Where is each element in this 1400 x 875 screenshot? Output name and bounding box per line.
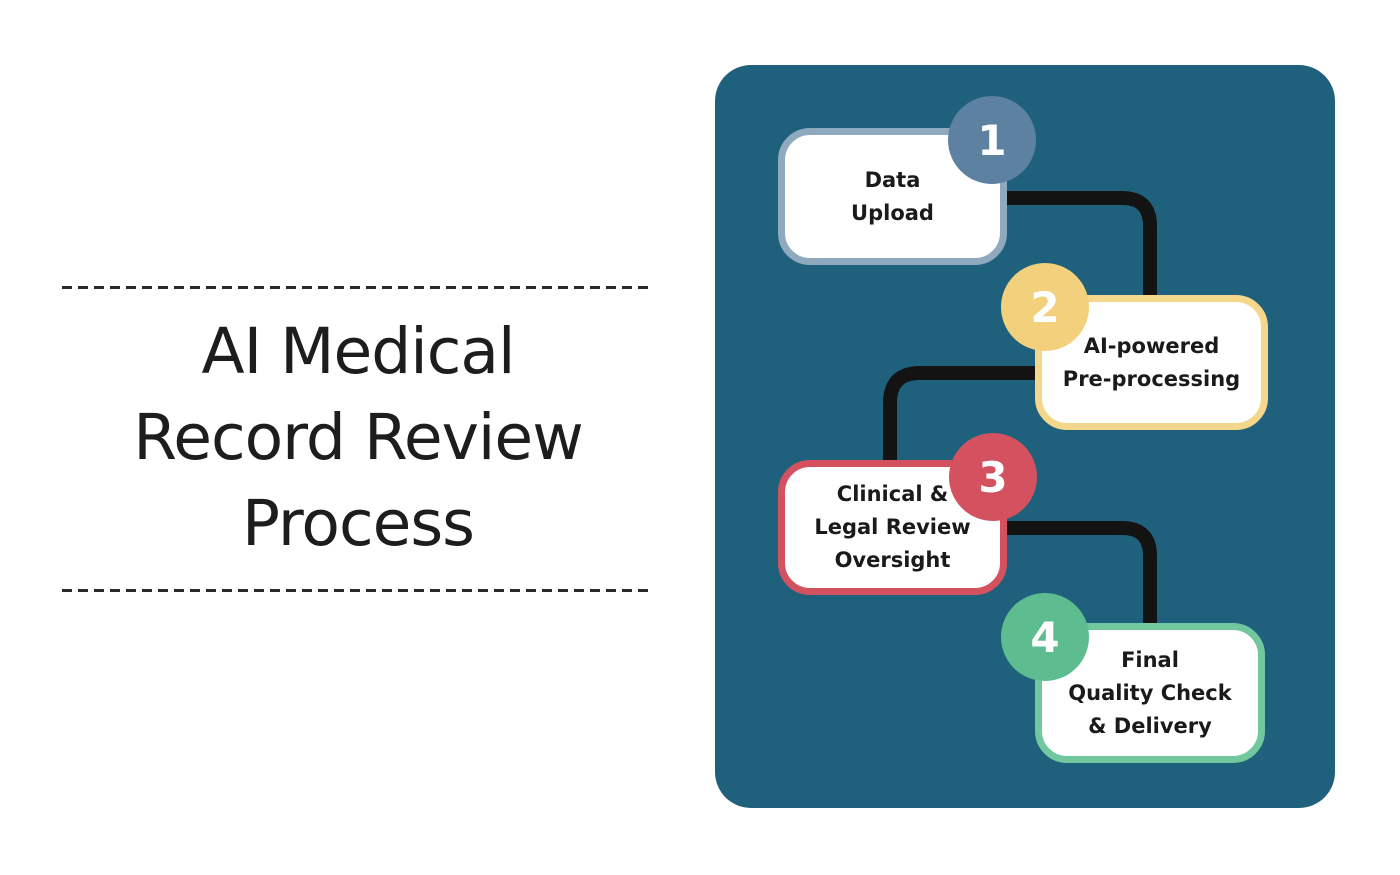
page-title-line-2: Record Review bbox=[133, 401, 583, 474]
step-1-label: Data Upload bbox=[851, 164, 934, 230]
connector-step2-step3 bbox=[883, 366, 1040, 467]
divider-top bbox=[62, 286, 654, 289]
step-2-number: 2 bbox=[1030, 282, 1060, 332]
step-4-number: 4 bbox=[1030, 612, 1060, 662]
page-title: AI Medical Record Review Process bbox=[62, 309, 654, 567]
step-3-label: Clinical & Legal Review Oversight bbox=[814, 478, 970, 577]
step-3-label-line-2: Legal Review bbox=[814, 515, 971, 539]
step-3-number-badge: 3 bbox=[949, 433, 1037, 521]
step-3-number: 3 bbox=[978, 452, 1008, 502]
step-4-label-line-1: Final bbox=[1121, 647, 1179, 672]
page-title-line-1: AI Medical bbox=[201, 315, 515, 388]
step-3-label-line-3: Oversight bbox=[834, 548, 951, 572]
step-4-label: Final Quality Check & Delivery bbox=[1068, 644, 1231, 743]
step-2-label-line-2: Pre-processing bbox=[1062, 366, 1241, 391]
connector-step1-step2 bbox=[1000, 191, 1157, 305]
page-title-line-3: Process bbox=[242, 487, 475, 560]
step-4-label-line-3: & Delivery bbox=[1088, 713, 1212, 738]
step-3-label-line-1: Clinical & bbox=[836, 482, 949, 506]
step-1-label-line-1: Data bbox=[864, 167, 921, 192]
process-panel: Data Upload 1 AI-powered Pre-processing … bbox=[715, 65, 1335, 808]
step-2-label-line-1: AI-powered bbox=[1083, 333, 1220, 358]
step-4-number-badge: 4 bbox=[1001, 593, 1089, 681]
connector-step3-step4 bbox=[1000, 521, 1157, 633]
step-2-card: AI-powered Pre-processing bbox=[1035, 295, 1268, 430]
step-4-card: Final Quality Check & Delivery bbox=[1035, 623, 1265, 763]
step-2-number-badge: 2 bbox=[1001, 263, 1089, 351]
title-section: AI Medical Record Review Process bbox=[62, 286, 654, 592]
connector-lines bbox=[883, 191, 1157, 633]
step-1-number-badge: 1 bbox=[948, 96, 1036, 184]
step-1-number: 1 bbox=[977, 115, 1007, 165]
step-4-label-line-2: Quality Check bbox=[1068, 680, 1232, 705]
divider-bottom bbox=[62, 589, 654, 592]
step-2-label: AI-powered Pre-processing bbox=[1063, 330, 1240, 396]
step-1-label-line-2: Upload bbox=[851, 200, 934, 225]
